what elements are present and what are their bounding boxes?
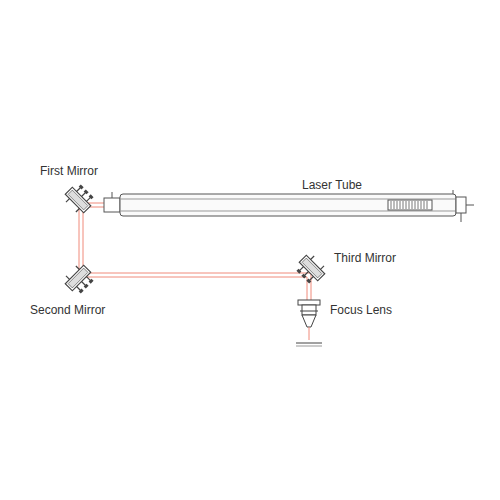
- third-mirror-symbol: [294, 252, 329, 287]
- laser-tube-symbol: [104, 190, 474, 222]
- first-mirror-symbol: [62, 182, 97, 217]
- part-name: Third Mirror: [334, 251, 396, 265]
- focus-lens-symbol: [296, 300, 322, 346]
- part-name: Laser Tube: [302, 178, 362, 192]
- part-name: First Mirror: [40, 164, 98, 178]
- part-name: Focus Lens: [330, 303, 392, 317]
- laser-beam: [79, 203, 311, 300]
- second-mirror-symbol: [62, 262, 97, 297]
- part-name: Second Mirror: [30, 303, 105, 317]
